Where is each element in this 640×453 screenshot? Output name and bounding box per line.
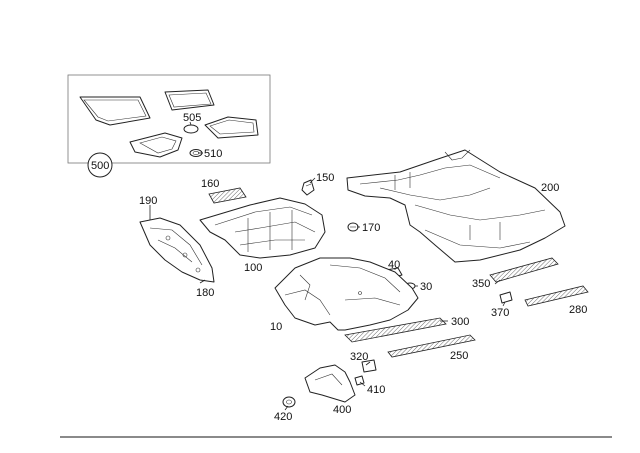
label-320: 320	[350, 351, 368, 363]
label-170: 170	[362, 222, 380, 234]
label-40: 40	[388, 259, 400, 271]
label-410: 410	[367, 384, 385, 396]
part-labels: 500 505 510 160 150 200 190 170 100 40 3…	[91, 112, 587, 423]
bracket-320[interactable]	[361, 359, 377, 373]
clip-410[interactable]	[354, 375, 365, 386]
label-370: 370	[491, 307, 509, 319]
floor-mat-rear-left[interactable]	[129, 132, 183, 158]
leader-lines	[149, 121, 506, 411]
label-500: 500	[91, 160, 109, 172]
label-250: 250	[450, 350, 468, 362]
label-510: 510	[204, 148, 222, 160]
floor-mat-set-frame	[67, 74, 271, 164]
mat-fastener-510[interactable]	[189, 149, 203, 157]
front-carpet-200[interactable]	[346, 149, 566, 263]
label-150: 150	[316, 172, 334, 184]
sill-trim-250[interactable]	[387, 334, 476, 358]
label-280: 280	[569, 304, 587, 316]
grommet-420[interactable]	[282, 396, 296, 408]
sill-trim-350[interactable]	[489, 257, 559, 283]
insulation-pad-160[interactable]	[208, 187, 247, 204]
sill-trim-280[interactable]	[524, 285, 589, 307]
clip-150[interactable]	[301, 179, 315, 196]
label-400: 400	[333, 404, 351, 416]
label-420: 420	[274, 411, 292, 423]
label-350: 350	[472, 278, 490, 290]
kick-panel-400[interactable]	[304, 364, 356, 403]
label-10: 10	[270, 321, 282, 333]
insulation-100[interactable]	[199, 197, 326, 259]
label-300: 300	[451, 316, 469, 328]
label-100: 100	[244, 262, 262, 274]
rear-carpet-10[interactable]	[274, 257, 419, 331]
label-160: 160	[201, 178, 219, 190]
floor-mat-rear-right[interactable]	[204, 116, 259, 139]
floor-mat-front-left[interactable]	[79, 96, 151, 126]
callout-500-circle	[87, 152, 113, 178]
label-505: 505	[183, 112, 201, 124]
sill-trim-300[interactable]	[344, 317, 447, 343]
side-trim-190[interactable]	[139, 217, 215, 283]
label-190: 190	[139, 195, 157, 207]
grommet-170[interactable]	[347, 222, 359, 232]
floor-mat-front-right[interactable]	[164, 89, 215, 111]
label-30: 30	[420, 281, 432, 293]
clip-370[interactable]	[499, 291, 513, 304]
label-180: 180	[196, 287, 214, 299]
label-200: 200	[541, 182, 559, 194]
mat-fastener-505[interactable]	[183, 124, 199, 134]
